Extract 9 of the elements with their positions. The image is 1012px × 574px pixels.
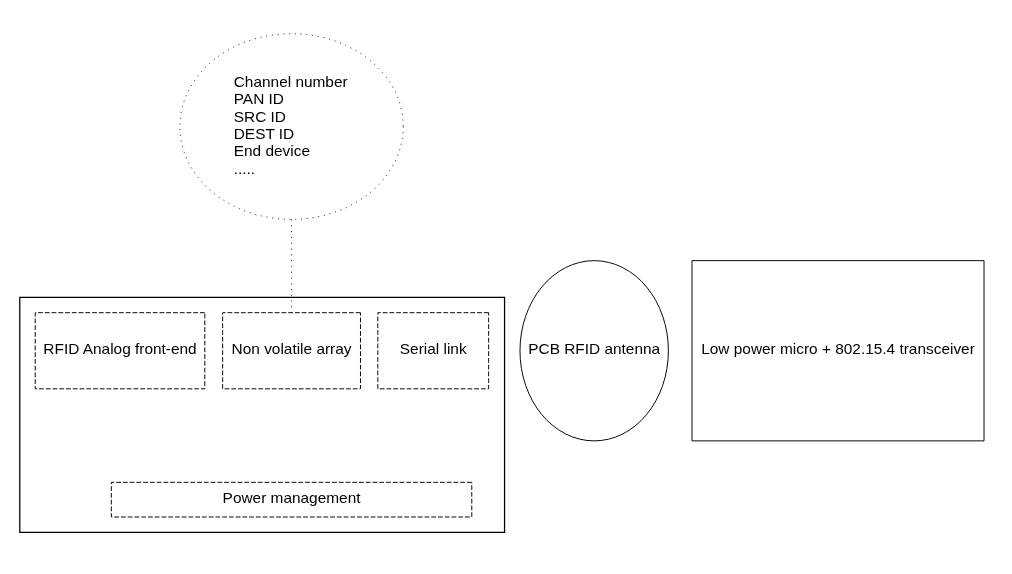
node-box: RFID Analog front-end — [34, 312, 206, 390]
connector — [291, 219, 293, 313]
node-ellipse: PCB RFID antenna — [519, 260, 669, 442]
node-box: Power management — [110, 481, 473, 518]
node-box: Non volatile array — [222, 312, 361, 390]
cluster — [19, 296, 506, 534]
node-ellipse: Channel number PAN ID SRC ID DEST ID End device ..... — [179, 33, 404, 220]
node-box: Low power micro + 802.15.4 transceiver — [691, 260, 985, 442]
node-box: Serial link — [377, 312, 490, 390]
